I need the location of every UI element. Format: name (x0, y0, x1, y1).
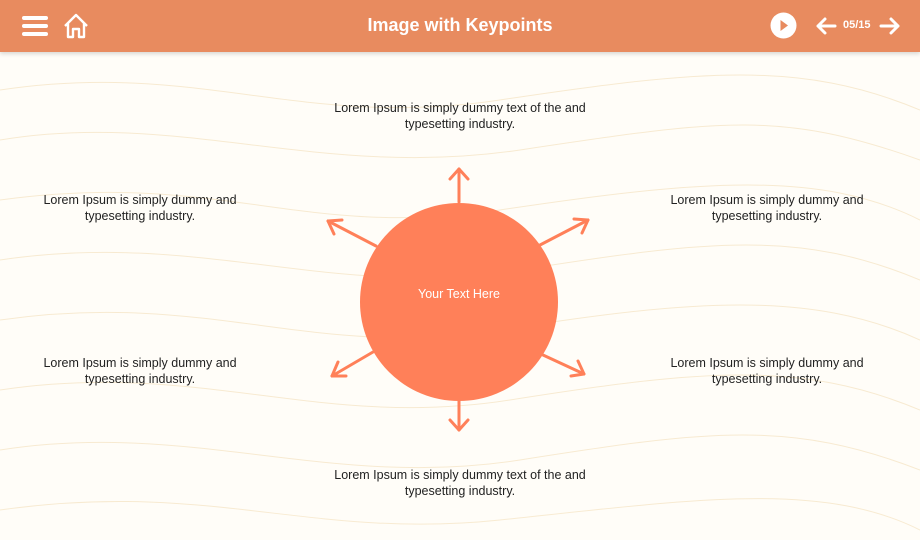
arrow-down (448, 399, 470, 432)
keypoint-bottom: Lorem Ipsum is simply dummy text of the … (334, 468, 586, 498)
top-bar: Image with Keypoints 05/15 (0, 0, 920, 52)
menu-icon[interactable] (22, 15, 48, 37)
arrow-upper-right (538, 217, 590, 247)
keypoint-top: Lorem Ipsum is simply dummy text of the … (334, 101, 586, 131)
arrow-right-icon[interactable] (879, 16, 901, 36)
home-icon[interactable] (62, 12, 90, 40)
arrow-lower-right (541, 353, 586, 378)
arrow-upper-left (326, 218, 378, 248)
arrow-left-icon[interactable] (815, 16, 837, 36)
keypoint-lower-right: Lorem Ipsum is simply dummy and typesett… (670, 356, 864, 386)
play-icon[interactable] (770, 12, 797, 39)
arrow-up (448, 167, 470, 204)
page-indicator: 05/15 (843, 19, 871, 31)
keypoint-lower-left: Lorem Ipsum is simply dummy and typesett… (43, 356, 237, 386)
center-text: Your Text Here (418, 287, 500, 301)
keypoint-upper-right: Lorem Ipsum is simply dummy and typesett… (670, 193, 864, 223)
center-circle (360, 203, 558, 401)
arrow-lower-left (330, 350, 375, 378)
page-title: Image with Keypoints (367, 15, 553, 35)
keypoint-upper-left: Lorem Ipsum is simply dummy and typesett… (43, 193, 237, 223)
